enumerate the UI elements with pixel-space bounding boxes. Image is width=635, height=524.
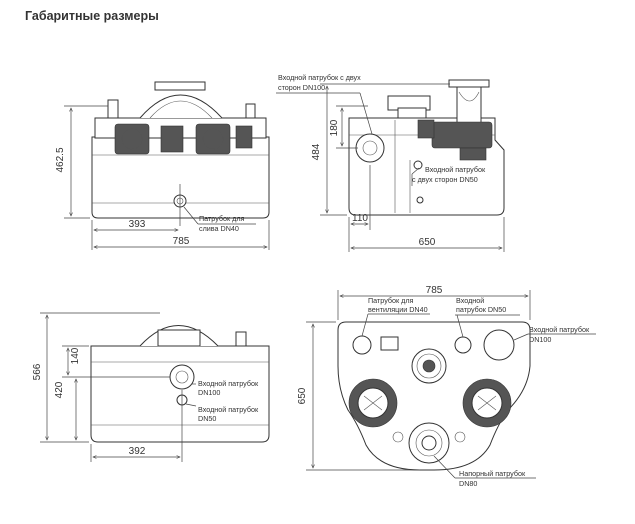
- side-inlet-side-label-2: с двух сторон DN50: [412, 175, 478, 184]
- side-bottom-dim: 110: [352, 213, 368, 224]
- rear-inlet100-label-2: DN100: [198, 388, 220, 397]
- top-inlet50-label-2: патрубок DN50: [456, 305, 506, 314]
- rear-upper-dim: 140: [70, 347, 81, 364]
- front-drain-label-2: слива DN40: [199, 224, 239, 233]
- rear-inlet100-label-1: Входной патрубок: [198, 379, 259, 388]
- top-vent-label-2: вентиляции DN40: [368, 305, 428, 314]
- rear-view-drawing: [40, 312, 270, 462]
- top-height-dim: 650: [297, 387, 308, 404]
- top-inlet100-label-2: DN100: [529, 335, 551, 344]
- rear-inlet50-label-2: DN50: [198, 414, 216, 423]
- side-view-drawing: [276, 79, 505, 252]
- front-offset-dim: 393: [129, 219, 146, 230]
- front-view-drawing: [64, 81, 270, 250]
- top-pressure-label-1: Напорный патрубок: [459, 469, 526, 478]
- rear-inlet-height-dim: 420: [54, 381, 65, 398]
- top-pressure-label-2: DN80: [459, 479, 477, 488]
- front-drain-label-1: Патрубок для: [199, 214, 245, 223]
- rear-offset-dim: 392: [129, 446, 146, 457]
- top-width-dim: 785: [426, 285, 443, 296]
- page-title: Габаритные размеры: [25, 9, 159, 23]
- side-inlet-height-dim: 180: [329, 119, 340, 136]
- side-inlet-top-label-1: Входной патрубок с двух: [278, 73, 361, 82]
- rear-height-dim: 566: [32, 363, 43, 380]
- rear-inlet50-label-1: Входной патрубок: [198, 405, 259, 414]
- side-inlet-side-label-1: Входной патрубок: [425, 165, 486, 174]
- top-view-drawing: [306, 290, 596, 479]
- side-height-dim: 484: [311, 143, 322, 160]
- top-inlet100-label-1: Входной патрубок: [529, 325, 590, 334]
- top-inlet50-label-1: Входной: [456, 296, 484, 305]
- side-width-dim: 650: [419, 237, 436, 248]
- side-inlet-top-label-2: сторон DN100: [278, 83, 325, 92]
- front-width-dim: 785: [173, 236, 190, 247]
- front-height-dim: 462.5: [55, 147, 66, 172]
- top-vent-label-1: Патрубок для: [368, 296, 414, 305]
